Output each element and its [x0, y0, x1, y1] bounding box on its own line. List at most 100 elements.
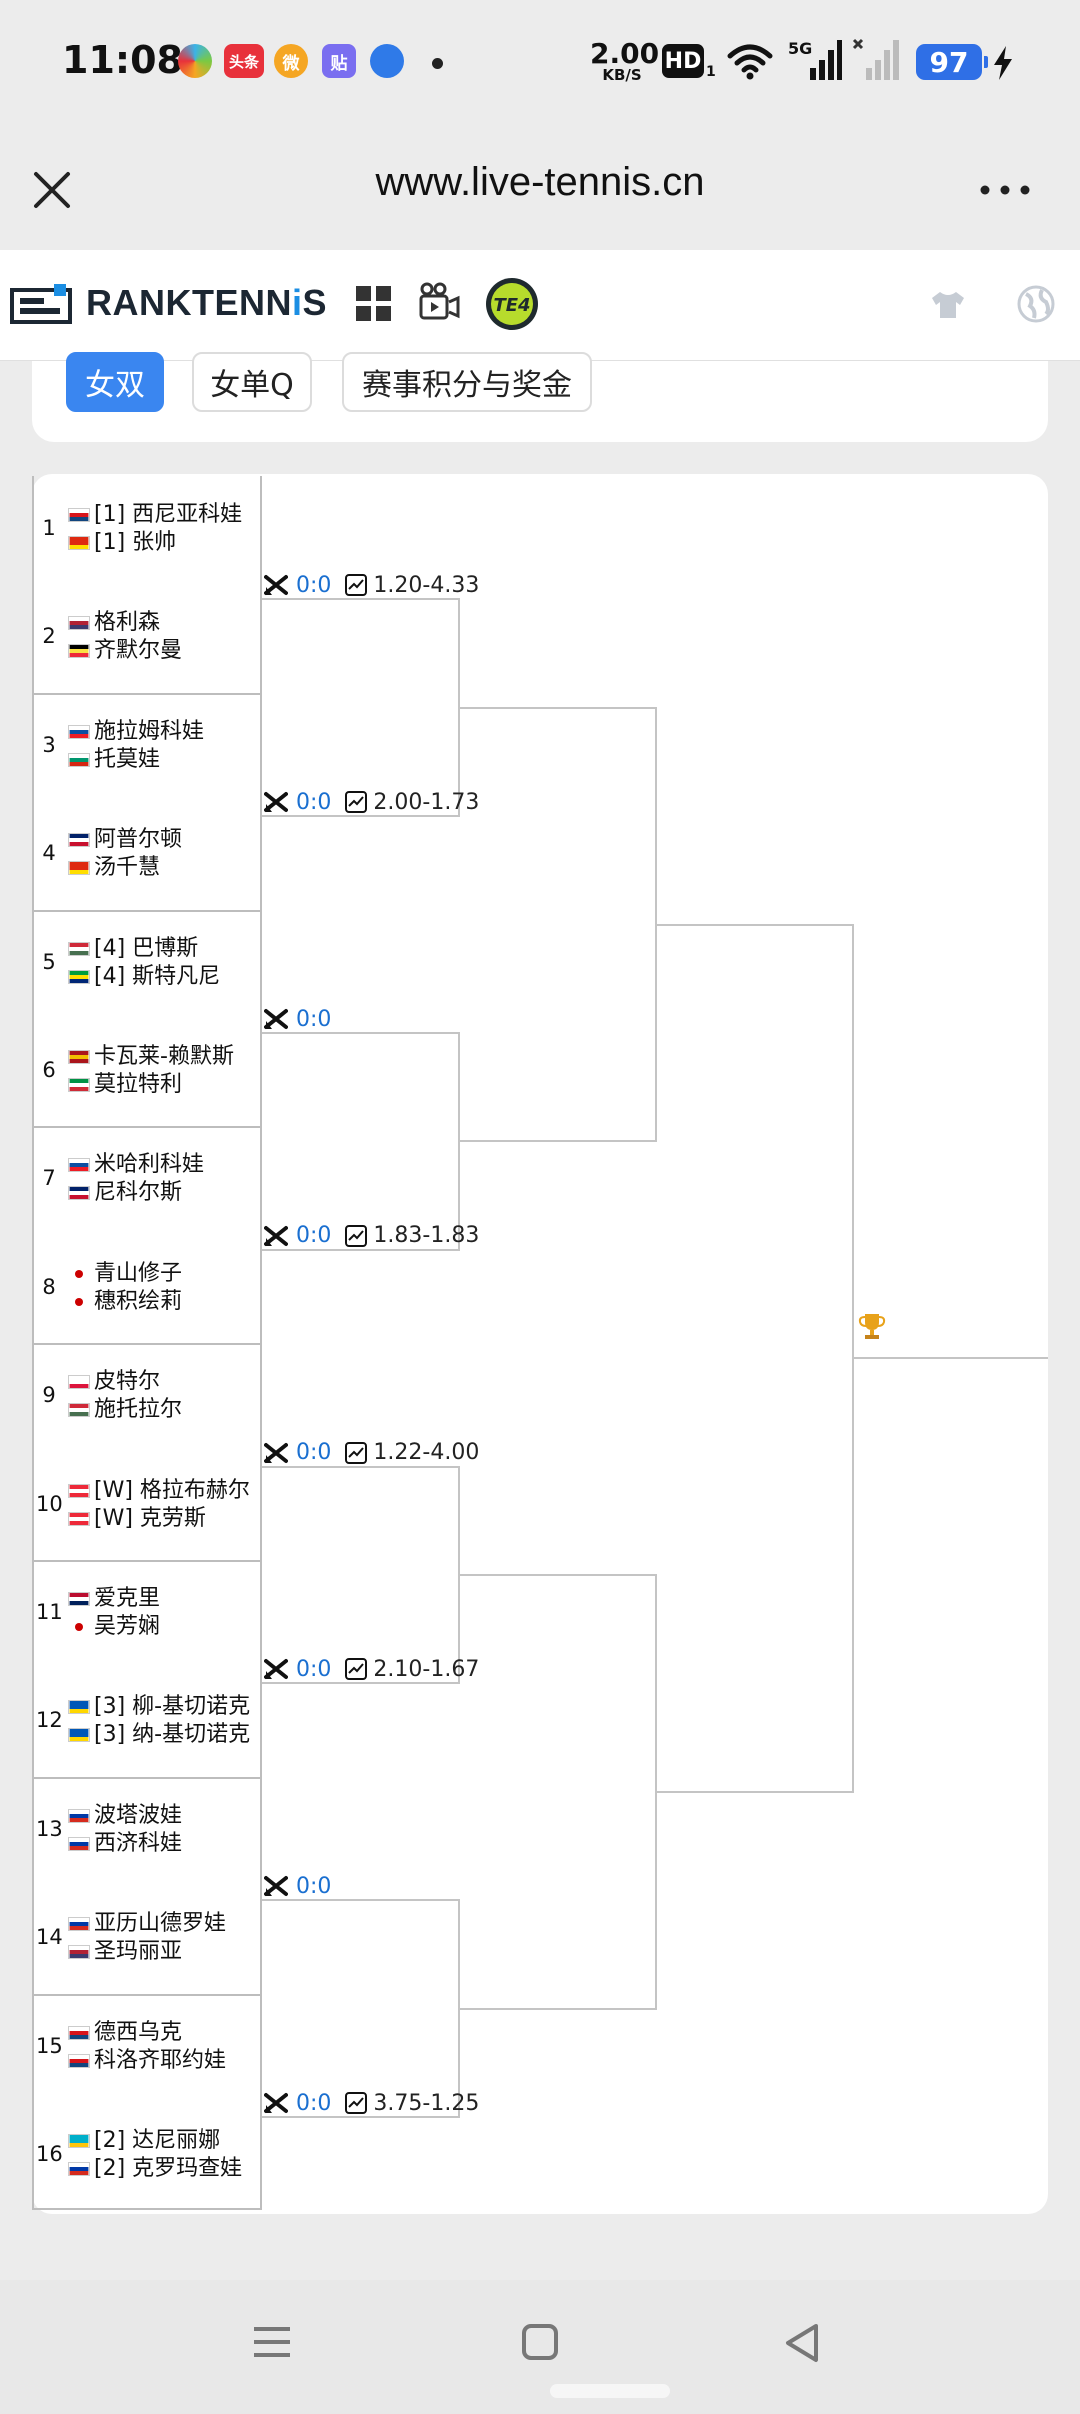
bracket-line — [262, 1465, 458, 1468]
player-name[interactable]: [1] 张帅 — [94, 530, 177, 555]
odds-chart-icon[interactable] — [345, 574, 368, 597]
odds-chart-icon[interactable] — [345, 1441, 368, 1464]
h2h-icon[interactable] — [264, 1874, 288, 1898]
player-name[interactable]: 亚历山德罗娃 — [94, 1911, 227, 1937]
h2h-icon[interactable] — [264, 1224, 288, 1248]
player-name[interactable]: 施拉姆科娃 — [94, 718, 205, 744]
odds-chart-icon[interactable] — [345, 1224, 368, 1247]
h2h-icon[interactable] — [264, 1657, 288, 1681]
player-name[interactable]: 阿普尔顿 — [94, 827, 183, 853]
player-name[interactable]: 莫拉特利 — [94, 1072, 183, 1097]
player-name[interactable]: 科洛齐耶约娃 — [94, 2047, 227, 2073]
flag-ua-icon — [68, 1700, 90, 1715]
player-name[interactable]: 托莫娃 — [94, 746, 161, 772]
match-score[interactable]: 0:0 — [296, 789, 332, 815]
player-name[interactable]: 尼科尔斯 — [94, 1180, 183, 1206]
h2h-icon[interactable] — [264, 573, 288, 597]
match-score[interactable]: 0:0 — [296, 572, 332, 598]
player-name[interactable]: 圣玛丽亚 — [94, 1939, 183, 1965]
player-name[interactable]: [2] 达尼丽娜 — [94, 2128, 221, 2153]
home-nav-icon[interactable] — [520, 2322, 560, 2362]
player-name[interactable]: [W] 克劳斯 — [94, 1505, 206, 1531]
tab-womens-doubles[interactable]: 女双 — [66, 352, 164, 412]
entries-column — [32, 476, 262, 2210]
player-name[interactable]: [2] 克罗玛查娃 — [94, 2156, 243, 2181]
odds-chart-icon[interactable] — [345, 2092, 368, 2114]
entry-seed-number: 11 — [36, 1600, 63, 1624]
tab-womens-singles-q[interactable]: 女单Q — [192, 352, 312, 412]
match-odds: 1.20-4.33 — [373, 572, 480, 598]
player-name[interactable]: 吴芳娴 — [94, 1614, 161, 1639]
player-name[interactable]: 皮特尔 — [94, 1369, 161, 1395]
match-score[interactable]: 0:0 — [296, 1440, 332, 1466]
player-name[interactable]: [3] 柳-基切诺克 — [94, 1694, 251, 1720]
flag-gb-icon — [68, 1186, 90, 1201]
svg-text:5G: 5G — [788, 39, 812, 58]
match-score[interactable]: 0:0 — [296, 1223, 332, 1249]
menu-nav-icon[interactable] — [252, 2324, 292, 2360]
url-text[interactable]: www.live-tennis.cn — [375, 160, 705, 204]
bracket-line — [262, 815, 458, 818]
bracket-line — [655, 1790, 852, 1793]
more-options-icon[interactable] — [975, 175, 1035, 205]
entry-seed-number: 6 — [42, 1058, 56, 1082]
match-score[interactable]: 0:0 — [296, 1873, 332, 1899]
ranktennis-logo-icon[interactable] — [10, 284, 72, 326]
video-icon[interactable] — [418, 282, 460, 324]
flag-it-icon — [68, 1078, 90, 1092]
flag-jp-icon — [68, 1295, 90, 1309]
player-name[interactable]: 格利森 — [94, 610, 161, 636]
bracket-line — [262, 2116, 458, 2118]
match-score[interactable]: 0:0 — [296, 1656, 332, 1682]
close-icon[interactable] — [22, 160, 82, 220]
te4-badge-icon[interactable]: TE4 — [484, 276, 540, 332]
match-info[interactable]: 0:0 — [264, 1004, 331, 1034]
wifi-icon — [727, 44, 773, 80]
player-name[interactable]: 波塔波娃 — [94, 1802, 183, 1828]
h2h-icon[interactable] — [264, 1441, 288, 1465]
player-name[interactable]: 米哈利科娃 — [94, 1152, 205, 1178]
flag-jp-icon — [68, 1267, 90, 1281]
shirt-icon[interactable] — [930, 290, 966, 320]
player-name[interactable]: [1] 西尼亚科娃 — [94, 502, 243, 527]
h2h-icon[interactable] — [264, 790, 288, 814]
player-name[interactable]: 施托拉尔 — [94, 1397, 183, 1423]
globe-icon[interactable] — [1016, 284, 1056, 324]
status-bar: 11:08 头条 微 贴 2.00 KB/S HD 1 5G 97 — [0, 0, 1080, 120]
player-name[interactable]: [4] 巴博斯 — [94, 935, 199, 961]
player-name[interactable]: 卡瓦莱-赖默斯 — [94, 1044, 234, 1069]
flag-hu-icon — [68, 1403, 90, 1418]
player-name[interactable]: 穗积绘莉 — [94, 1288, 183, 1314]
grid-icon[interactable] — [356, 286, 392, 322]
player-name[interactable]: [4] 斯特凡尼 — [94, 963, 221, 989]
match-score[interactable]: 0:0 — [296, 1006, 332, 1032]
player-name[interactable]: 爱克里 — [94, 1586, 161, 1611]
entry-seed-number: 16 — [36, 2142, 63, 2166]
odds-chart-icon[interactable] — [345, 1658, 368, 1681]
tab-points-prize[interactable]: 赛事积分与奖金 — [342, 352, 592, 412]
pair-separator — [32, 1993, 262, 1996]
player-name[interactable]: 德西乌克 — [94, 2019, 183, 2045]
player-name[interactable]: 汤千慧 — [94, 855, 161, 881]
entry-seed-number: 10 — [36, 1491, 63, 1516]
h2h-icon[interactable] — [264, 1007, 288, 1031]
flag-at-icon — [68, 1511, 90, 1526]
site-logo-text[interactable]: RANKTENNiS — [86, 282, 328, 323]
match-info[interactable]: 0:0 1.20-4.33 — [264, 570, 479, 600]
player-name[interactable]: [3] 纳-基切诺克 — [94, 1722, 251, 1748]
back-nav-icon[interactable] — [782, 2322, 822, 2364]
player-name[interactable]: 齐默尔曼 — [94, 638, 183, 664]
h2h-icon[interactable] — [264, 2091, 288, 2115]
match-score[interactable]: 0:0 — [296, 2090, 332, 2116]
player-name[interactable]: 青山修子 — [94, 1260, 183, 1286]
player-name[interactable]: 西济科娃 — [94, 1830, 183, 1856]
odds-chart-icon[interactable] — [345, 791, 368, 814]
match-info[interactable]: 0:0 — [264, 1871, 331, 1901]
hd-badge: HD — [662, 44, 704, 78]
player-name[interactable]: [W] 格拉布赫尔 — [94, 1477, 250, 1503]
